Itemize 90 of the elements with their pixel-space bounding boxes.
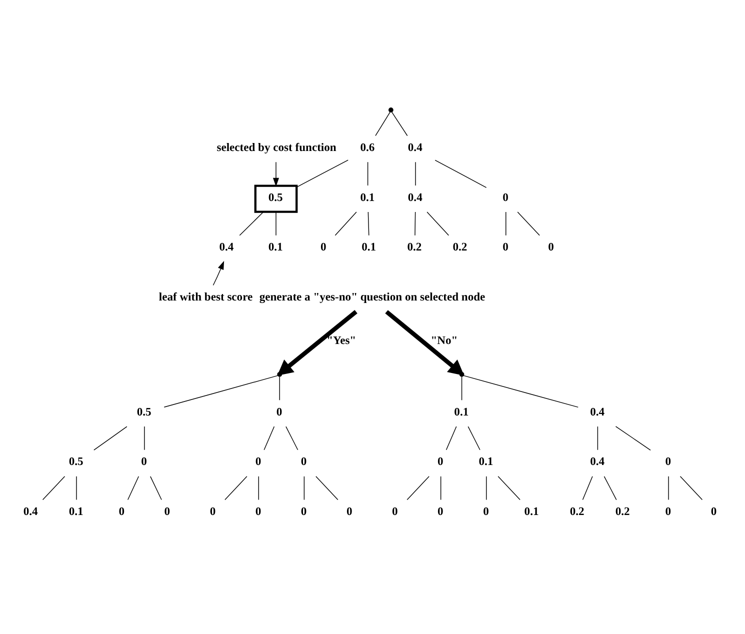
connector bbox=[468, 426, 480, 450]
connector bbox=[334, 212, 357, 236]
connector bbox=[406, 476, 430, 500]
connector bbox=[426, 212, 450, 236]
connector bbox=[498, 476, 520, 500]
connector bbox=[127, 476, 140, 500]
node-text: 0.1 bbox=[454, 405, 469, 418]
connector bbox=[375, 112, 391, 136]
connector bbox=[150, 476, 162, 500]
node-text: 0.1 bbox=[68, 505, 84, 518]
edge-label: "Yes" bbox=[326, 334, 356, 347]
connector bbox=[463, 375, 578, 408]
connector bbox=[279, 376, 280, 401]
connector bbox=[258, 476, 259, 500]
connector bbox=[517, 212, 540, 236]
node-text: 0 bbox=[164, 505, 170, 518]
node-text: 0 bbox=[141, 455, 147, 468]
node-point bbox=[388, 108, 394, 112]
node-text: 0 bbox=[665, 455, 672, 468]
node-text: 0.6 bbox=[360, 140, 375, 154]
node-text: 0.4 bbox=[590, 455, 605, 468]
connector bbox=[42, 476, 66, 500]
connector bbox=[296, 160, 348, 188]
node-text: 0.1 bbox=[268, 240, 283, 254]
arrow bbox=[272, 162, 280, 187]
node-text: 0 bbox=[438, 455, 444, 468]
connector bbox=[367, 162, 368, 186]
node-text: 0.4 bbox=[590, 405, 605, 418]
node-text: 0.2 bbox=[570, 505, 584, 518]
connector bbox=[316, 476, 338, 500]
node-text: 0.1 bbox=[362, 240, 376, 254]
node-text: 0.4 bbox=[408, 140, 422, 154]
node-text: 0.5 bbox=[68, 455, 84, 468]
node-text: 0 bbox=[300, 505, 307, 518]
node-text: 0 bbox=[438, 505, 444, 518]
node-text: 0 bbox=[276, 405, 282, 418]
node-text: 0 bbox=[300, 455, 307, 468]
connector bbox=[415, 162, 416, 186]
node-text: 0.1 bbox=[524, 505, 539, 518]
connector bbox=[440, 476, 442, 500]
node-box: 0.5 bbox=[254, 184, 298, 213]
edge-label: "No" bbox=[430, 334, 458, 347]
node-text: 0 bbox=[483, 505, 489, 518]
connector bbox=[391, 112, 408, 136]
node-text: 0.4 bbox=[408, 190, 422, 204]
connector bbox=[486, 476, 487, 500]
connector bbox=[446, 426, 457, 450]
node-text: 0.1 bbox=[360, 190, 375, 204]
node-text: 0 bbox=[255, 455, 262, 468]
node-text: 0.4 bbox=[219, 240, 234, 254]
connector bbox=[414, 212, 416, 236]
node-text: 0 bbox=[548, 240, 554, 254]
connector bbox=[286, 426, 298, 450]
node-text: 0 bbox=[502, 240, 508, 254]
connector bbox=[582, 476, 593, 500]
connector bbox=[597, 426, 598, 450]
node-text: 0 bbox=[320, 240, 326, 254]
connector bbox=[304, 476, 305, 500]
connector bbox=[264, 426, 275, 450]
connector bbox=[461, 376, 462, 401]
node-text: 0 bbox=[255, 505, 262, 518]
node-text: 0 bbox=[502, 190, 508, 204]
connector bbox=[94, 426, 128, 450]
node-text: 0 bbox=[665, 505, 672, 518]
node-text: 0 bbox=[346, 505, 352, 518]
connector bbox=[434, 160, 487, 188]
arrow bbox=[212, 260, 224, 286]
connector bbox=[680, 476, 703, 500]
node-text: 0.2 bbox=[452, 240, 468, 254]
node-text: 0 bbox=[210, 505, 216, 518]
node-text: 0 bbox=[118, 505, 125, 518]
node-text: 0.2 bbox=[407, 240, 422, 254]
connector bbox=[615, 426, 651, 451]
node-text: leaf with best score bbox=[158, 290, 253, 304]
connector bbox=[239, 212, 264, 236]
node-text: 0.4 bbox=[23, 505, 38, 518]
node-text: 0 bbox=[392, 505, 398, 518]
connector bbox=[368, 212, 370, 236]
connector bbox=[164, 375, 278, 408]
connector bbox=[668, 476, 669, 500]
connector bbox=[224, 476, 248, 500]
node-text: selected by cost function bbox=[216, 140, 336, 154]
node-text: 0.2 bbox=[615, 505, 630, 518]
connector bbox=[604, 476, 617, 500]
node-text: generate a "yes-no" question on selected node bbox=[259, 290, 486, 304]
connector bbox=[144, 426, 145, 450]
connector bbox=[76, 476, 77, 500]
node-text: 0.5 bbox=[136, 405, 152, 418]
node-text: 0 bbox=[710, 505, 717, 518]
node-text: 0.1 bbox=[478, 455, 494, 468]
